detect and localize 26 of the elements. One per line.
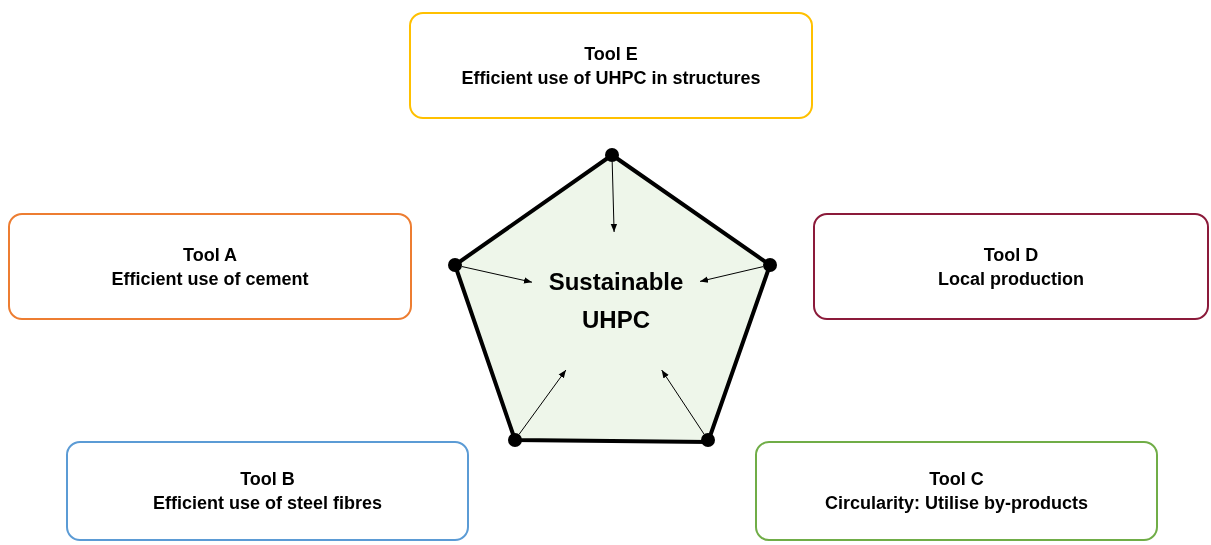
arrow — [699, 266, 764, 283]
vertex-dot — [763, 258, 777, 272]
box-heading: Tool E — [584, 42, 638, 66]
box-description: Circularity: Utilise by-products — [824, 492, 1089, 515]
center-title: Sustainable UHPC — [547, 267, 685, 335]
vertex-dot — [605, 148, 619, 162]
vertex-dot — [701, 433, 715, 447]
vertex-dot — [448, 258, 462, 272]
box-heading: Tool C — [929, 468, 984, 491]
box-description: Efficient use of cement — [111, 267, 309, 291]
tool-box — [755, 441, 1158, 541]
box-heading: Tool A — [183, 243, 237, 267]
arrow — [461, 266, 533, 284]
box-heading: Tool B — [240, 468, 295, 491]
arrow — [661, 369, 705, 435]
arrow — [610, 161, 618, 233]
box-description: Efficient use of UHPC in structures — [461, 66, 761, 90]
arrow — [518, 369, 567, 435]
tool-box — [409, 12, 813, 119]
box-heading: Tool D — [983, 243, 1039, 267]
tool-box — [66, 441, 469, 541]
vertex-dot — [508, 433, 522, 447]
tool-box — [813, 213, 1209, 320]
box-description: Local production — [938, 267, 1084, 291]
tool-box — [8, 213, 412, 320]
box-description: Efficient use of steel fibres — [152, 492, 383, 515]
